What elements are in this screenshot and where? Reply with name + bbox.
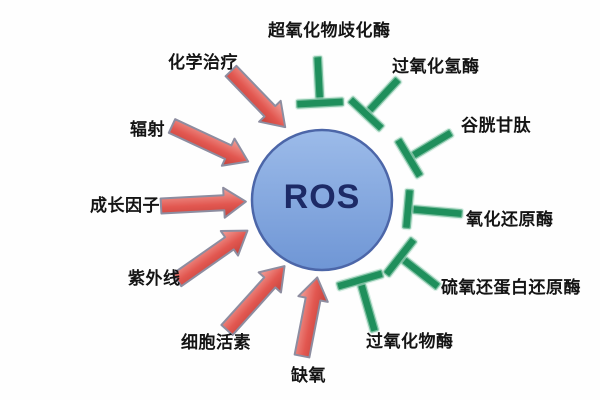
- inducer-label-chemotherapy: 化学治疗: [168, 53, 238, 72]
- inducer-label-growth-factor: 成长因子: [90, 196, 160, 215]
- arrow-growth-factor: [159, 186, 247, 219]
- inhibitor-glutathione-symbol: [393, 127, 455, 180]
- arrow-cytokine: [220, 265, 286, 337]
- inhibitor-superoxide-dismutase-symbol: [294, 54, 346, 110]
- ros-circle: [250, 128, 394, 272]
- inhibitor-oxidoreductase-symbol: [400, 187, 465, 231]
- inhibitor-thioredoxin-reductase-symbol: [381, 235, 442, 292]
- arrow-ultraviolet: [171, 229, 249, 288]
- inducer-label-radiation: 辐射: [130, 120, 165, 139]
- inducer-label-ultraviolet: 紫外线: [128, 269, 181, 288]
- scavenger-label-catalase: 过氧化氢酶: [392, 57, 480, 76]
- inhibitor-catalase-symbol: [346, 75, 403, 133]
- scavenger-label-peroxidase: 过氧化物酶: [366, 332, 454, 351]
- arrow-chemotherapy: [224, 64, 287, 129]
- scavenger-label-superoxide-dismutase: 超氧化物歧化酶: [268, 21, 391, 40]
- ros-center-label: ROS: [283, 178, 361, 216]
- inducer-label-cytokine: 细胞活素: [181, 333, 251, 352]
- arrow-radiation: [167, 118, 250, 167]
- scavenger-label-thioredoxin-reductase: 硫氧还蛋白还原酶: [441, 278, 581, 297]
- scavenger-symbols: [294, 54, 465, 334]
- scavenger-label-oxidoreductase: 氧化还原酶: [466, 210, 554, 229]
- inducer-arrows: [159, 64, 329, 359]
- arrow-hypoxia: [293, 276, 329, 359]
- scavenger-label-glutathione: 谷胱甘肽: [461, 116, 531, 135]
- inhibitor-peroxidase-symbol: [334, 268, 386, 334]
- inducer-label-hypoxia: 缺氧: [291, 366, 326, 385]
